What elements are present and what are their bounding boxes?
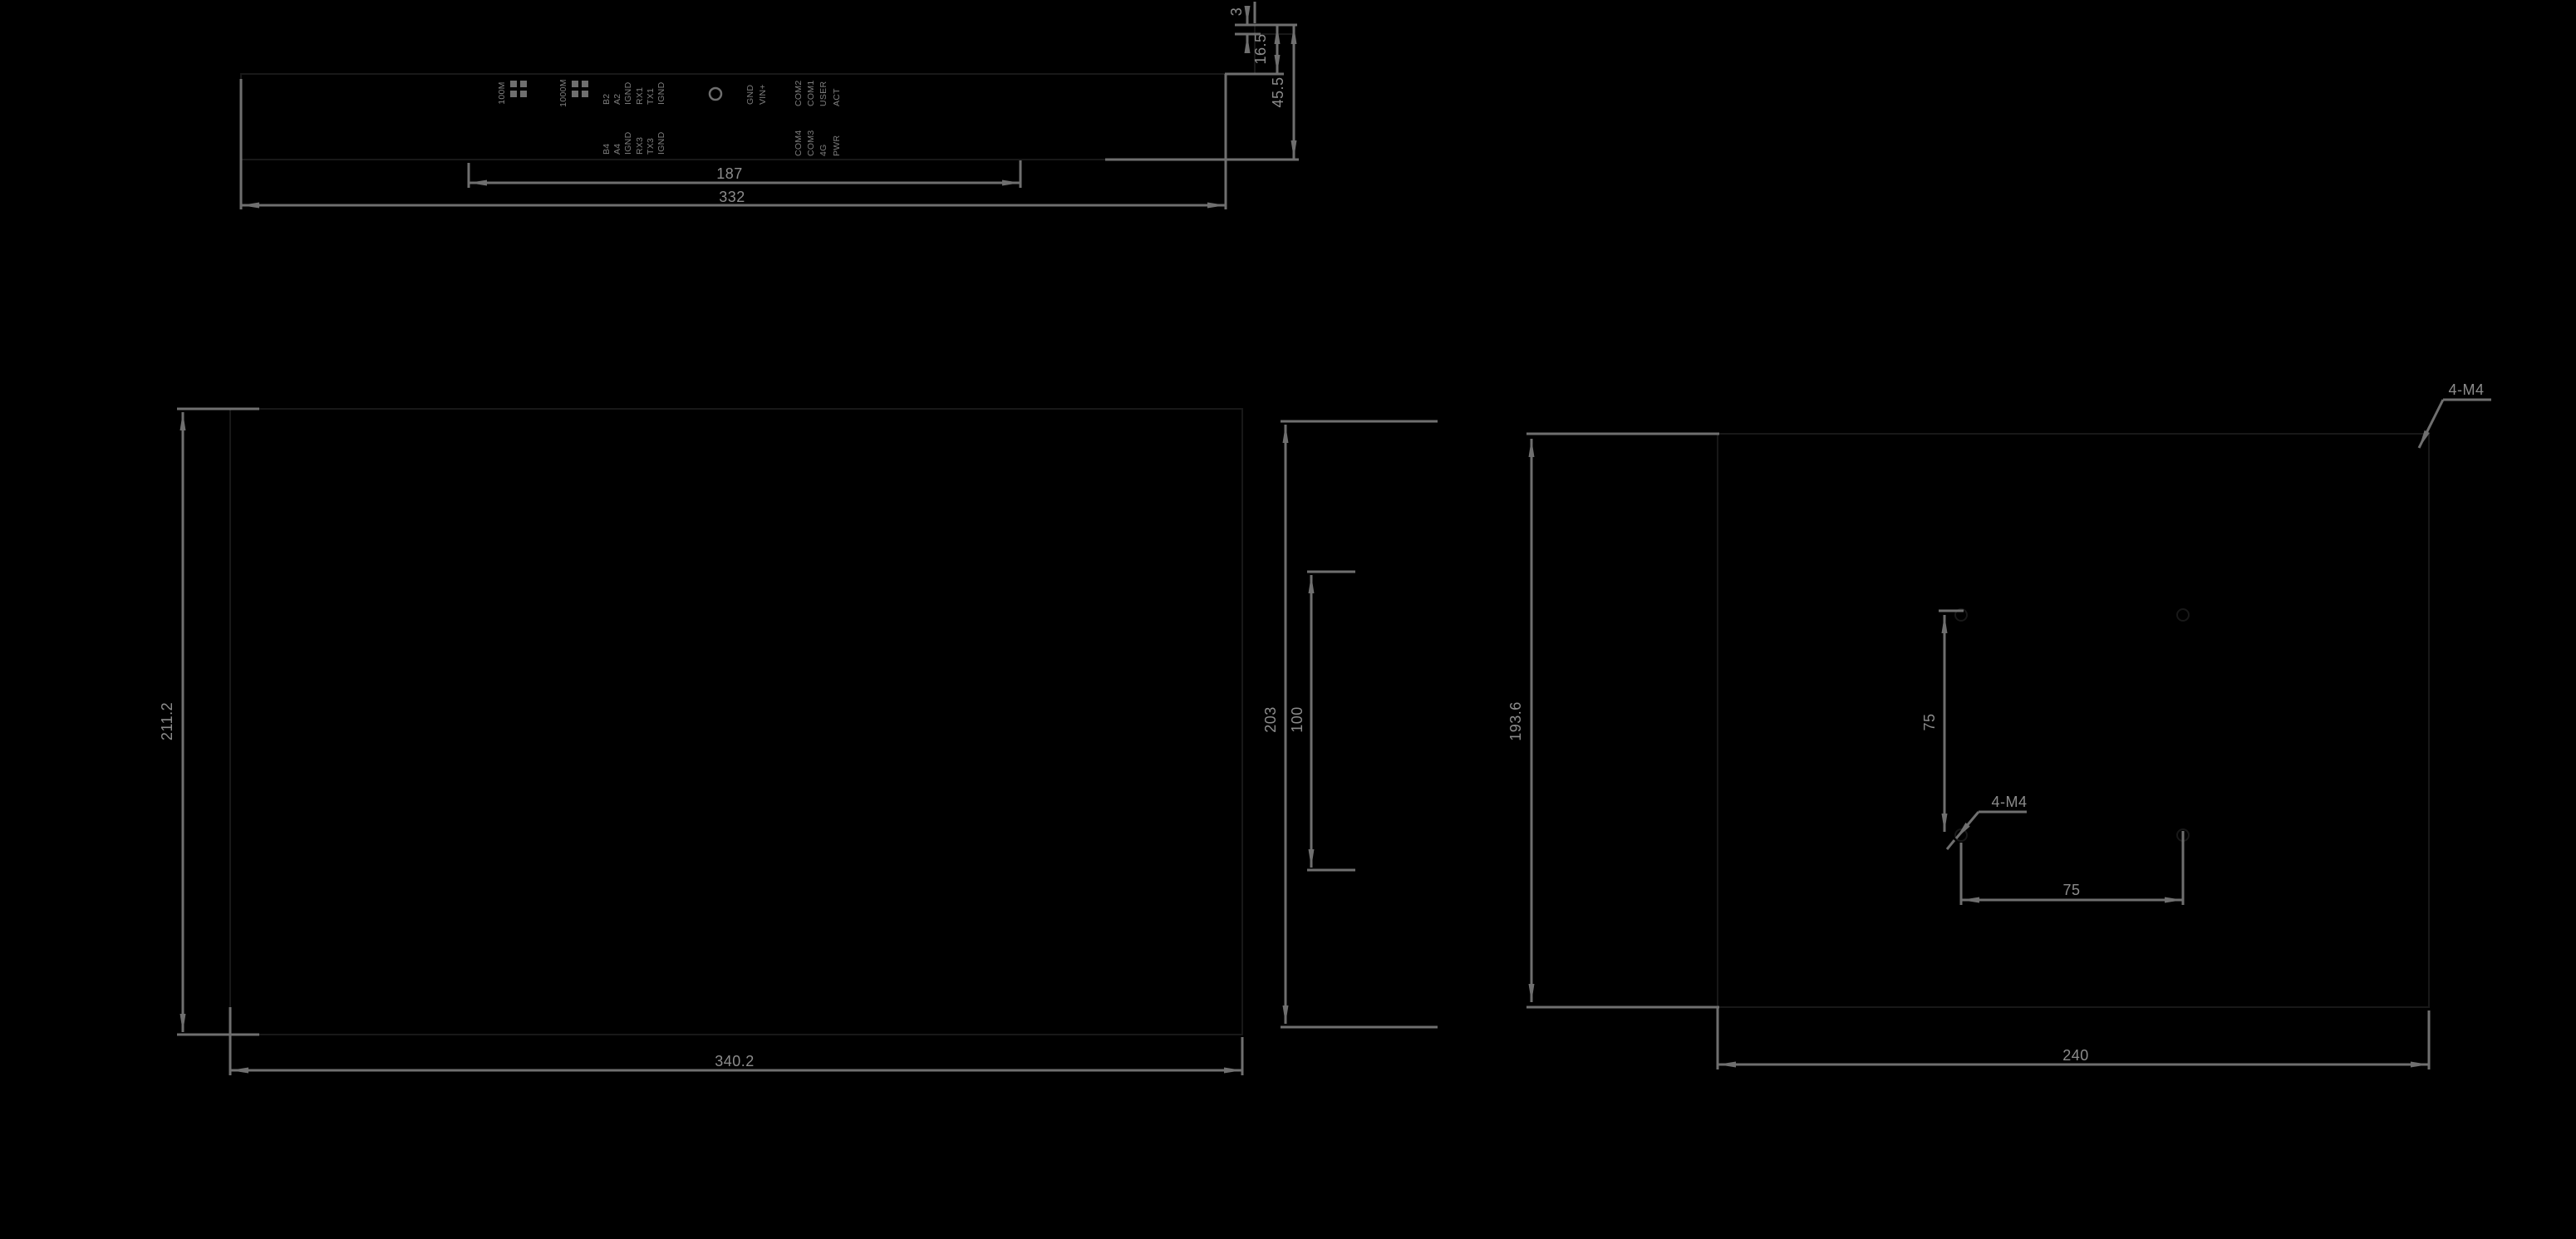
terminal-label: TX1 — [646, 88, 656, 105]
led-indicator-icon — [510, 81, 517, 87]
terminal-label: GND — [745, 85, 755, 105]
terminal-label: RX3 — [635, 137, 645, 155]
dim-clip-step: 3 — [1228, 2, 1297, 53]
dim-value: 45.5 — [1270, 76, 1286, 107]
side-view: 193.6 240 75 75 4-M4 — [1507, 381, 2491, 1069]
port-label: COM1 — [806, 80, 816, 106]
port-label: COM4 — [794, 130, 804, 156]
thread-callout: 4-M4 — [2448, 381, 2484, 398]
dim-value: 203 — [1262, 706, 1279, 733]
terminal-label: B2 — [602, 94, 612, 105]
led-indicator-icon — [572, 81, 578, 87]
terminal-label: TX3 — [646, 138, 656, 155]
io-labels-row1: COM2 COM1 USER ACT — [794, 80, 842, 106]
power-labels: GND VIN+ — [745, 84, 768, 105]
dim-value: 193.6 — [1507, 701, 1524, 741]
serial-labels-row2: B4 A4 IGND RX3 TX3 IGND — [602, 131, 666, 155]
dim-panel-offset: 16.5 — [1225, 26, 1284, 76]
dim-hole-pitch-horizontal: 75 — [1959, 831, 2185, 905]
dim-front-inner-height: 203 — [1262, 420, 1438, 1029]
side-view-body-outline — [1717, 433, 2430, 1008]
eth-led-group-1: 100M — [497, 81, 527, 105]
dim-value: 332 — [719, 189, 745, 205]
dim-overall-depth: 45.5 — [1105, 26, 1299, 161]
mounting-hole-icon — [1954, 608, 1968, 622]
dim-overall-width: 332 — [239, 74, 1227, 209]
dim-value: 3 — [1228, 7, 1245, 17]
terminal-label: IGND — [656, 81, 666, 105]
dim-value: 75 — [2062, 882, 2080, 898]
terminal-label: B4 — [602, 144, 612, 155]
front-view-body-outline — [229, 408, 1243, 1035]
front-view: 211.2 340.2 203 100 — [159, 407, 1438, 1075]
terminal-label: VIN+ — [758, 84, 768, 105]
port-label: COM2 — [794, 80, 804, 106]
led-indicator-icon — [520, 91, 527, 97]
dim-value: 16.5 — [1252, 33, 1269, 64]
dim-inner-width: 187 — [467, 160, 1022, 188]
annotation-pattern-thread: 4-M4 — [1945, 794, 2027, 850]
terminal-label: A2 — [612, 94, 622, 105]
mounting-hole-icon — [2176, 608, 2190, 622]
dim-front-overall-width: 340.2 — [229, 1007, 1244, 1075]
terminal-label: RX1 — [635, 87, 645, 105]
terminal-label: IGND — [656, 131, 666, 155]
dim-value: 187 — [716, 165, 743, 182]
dim-value: 75 — [1921, 713, 1938, 730]
led-indicator-icon — [582, 91, 588, 97]
io-labels-row2: COM4 COM3 4G PWR — [794, 130, 842, 156]
dim-value: 340.2 — [715, 1053, 755, 1069]
top-view-body-outline — [240, 73, 1227, 160]
dim-side-overall-height: 193.6 — [1507, 432, 1719, 1009]
eth-speed-label: 100M — [497, 81, 507, 104]
led-indicator-icon — [582, 81, 588, 87]
port-label: 4G — [819, 144, 828, 156]
port-label: PWR — [832, 135, 842, 156]
led-indicator-icon — [510, 91, 517, 97]
port-label: COM3 — [806, 130, 816, 156]
led-indicator-icon — [520, 81, 527, 87]
dim-hole-pitch-vertical: 75 — [1921, 609, 1964, 832]
dim-value: 211.2 — [159, 702, 175, 740]
terminal-label: IGND — [623, 81, 633, 105]
thread-callout: 4-M4 — [1991, 794, 2027, 810]
reset-button-icon — [708, 86, 723, 101]
top-view: 100M 1000M B2 A2 IGND RX1 TX1 IGND B4 A4… — [239, 2, 1299, 209]
port-label: ACT — [832, 88, 842, 106]
port-label: USER — [819, 81, 828, 106]
terminal-label: A4 — [612, 144, 622, 155]
dim-front-overall-height: 211.2 — [159, 407, 259, 1036]
led-indicator-icon — [572, 91, 578, 97]
eth-speed-label: 1000M — [558, 79, 568, 107]
dim-side-overall-width: 240 — [1716, 1007, 2431, 1069]
terminal-label: IGND — [623, 131, 633, 155]
dim-value: 100 — [1289, 706, 1305, 733]
dim-front-center-height: 100 — [1289, 570, 1355, 872]
annotation-corner-thread: 4-M4 — [2417, 381, 2491, 449]
serial-labels-row1: B2 A2 IGND RX1 TX1 IGND — [602, 81, 666, 105]
dim-value: 240 — [2062, 1047, 2089, 1064]
eth-led-group-2: 1000M — [558, 79, 588, 107]
